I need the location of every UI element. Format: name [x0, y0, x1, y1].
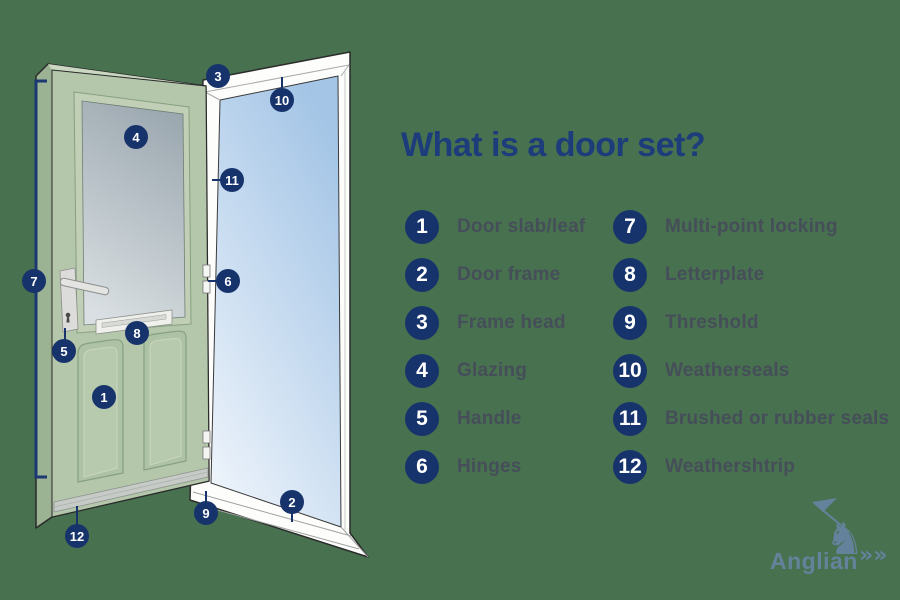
handle-lever — [60, 278, 109, 295]
glazing-glass — [81, 100, 186, 326]
keyhole-slot — [66, 315, 70, 323]
legend-column-2: 7 Multi-point locking 8 Letterplate 9 Thresho… — [613, 210, 889, 484]
marker-line-12 — [76, 506, 78, 525]
diagram-marker-10: 10 — [270, 88, 294, 112]
legend-column-1: 1 Door slab/leaf 2 Door frame 3 Frame head 4 Gl… — [405, 210, 585, 484]
legend-label: Brushed or rubber seals — [665, 408, 890, 429]
legend-number-badge: 3 — [405, 306, 439, 340]
marker-line-10 — [281, 77, 283, 89]
diagram-marker-1: 1 — [92, 385, 116, 409]
legend-item-12: 12 Weathershtrip — [613, 450, 889, 484]
diagram-marker-9: 9 — [194, 501, 218, 525]
legend-item-4: 4 Glazing — [405, 354, 585, 388]
legend-item-8: 8 Letterplate — [613, 258, 889, 292]
legend-number-badge: 7 — [613, 210, 647, 244]
door-illustration — [34, 51, 369, 558]
diagram-marker-12: 12 — [65, 524, 89, 548]
legend-item-9: 9 Threshold — [613, 306, 889, 340]
legend-item-3: 3 Frame head — [405, 306, 585, 340]
knight-icon: ♞ »» — [812, 498, 887, 568]
legend-label: Handle — [457, 408, 522, 429]
legend-item-1: 1 Door slab/leaf — [405, 210, 585, 244]
legend-number-badge: 12 — [613, 450, 647, 484]
hinge-icons — [202, 264, 211, 460]
legend-item-7: 7 Multi-point locking — [613, 210, 889, 244]
legend-item-6: 6 Hinges — [405, 450, 585, 484]
weatherstrip-shape — [53, 467, 209, 513]
door-top-edge — [48, 64, 206, 86]
door-panel-left-inner — [83, 346, 118, 478]
legend-label: Letterplate — [665, 264, 765, 285]
legend-number-badge: 11 — [613, 402, 647, 436]
legend-item-10: 10 Weatherseals — [613, 354, 889, 388]
diagram-marker-4: 4 — [124, 125, 148, 149]
legend-item-5: 5 Handle — [405, 402, 585, 436]
diagram-marker-8: 8 — [125, 321, 149, 345]
marker-line-2 — [291, 513, 293, 522]
legend-number-badge: 6 — [405, 450, 439, 484]
threshold-lines — [192, 491, 369, 558]
diagram-marker-11: 11 — [220, 168, 244, 192]
page-title: What is a door set? — [401, 126, 706, 164]
logo-chevrons: »» — [859, 543, 887, 568]
diagram-marker-2: 2 — [280, 490, 304, 514]
door-panel-right-inner — [149, 337, 182, 466]
legend-label: Weathershtrip — [665, 456, 795, 477]
weatherstrip-groove — [53, 471, 209, 508]
legend-label: Threshold — [665, 312, 759, 333]
legend-label: Multi-point locking — [665, 216, 838, 237]
legend-label: Weatherseals — [665, 360, 790, 381]
marker-line-11 — [212, 179, 221, 181]
logo-brand-text: Anglian — [770, 548, 858, 574]
legend-number-badge: 1 — [405, 210, 439, 244]
legend-number-badge: 4 — [405, 354, 439, 388]
marker-line-5 — [64, 328, 66, 340]
legend-item-2: 2 Door frame — [405, 258, 585, 292]
legend-label: Frame head — [457, 312, 566, 333]
diagram-marker-6: 6 — [216, 269, 240, 293]
legend-number-badge: 9 — [613, 306, 647, 340]
legend-number-badge: 8 — [613, 258, 647, 292]
legend-label: Hinges — [457, 456, 522, 477]
legend-number-badge: 5 — [405, 402, 439, 436]
marker-line-6 — [208, 280, 217, 282]
legend-label: Glazing — [457, 360, 528, 381]
legend-label: Door slab/leaf — [457, 216, 586, 237]
legend-number-badge: 10 — [613, 354, 647, 388]
svg-text:♞: ♞ — [825, 514, 864, 565]
diagram-marker-3: 3 — [206, 64, 230, 88]
legend-number-badge: 2 — [405, 258, 439, 292]
keyhole — [65, 312, 71, 318]
marker-line-9 — [205, 491, 207, 502]
frame-opening-glass — [210, 75, 342, 528]
diagram-marker-5: 5 — [52, 339, 76, 363]
anglian-logo: ♞ »» Anglian — [768, 496, 893, 591]
legend-label: Door frame — [457, 264, 561, 285]
legend-item-11: 11 Brushed or rubber seals — [613, 402, 889, 436]
diagram-marker-7: 7 — [22, 269, 46, 293]
